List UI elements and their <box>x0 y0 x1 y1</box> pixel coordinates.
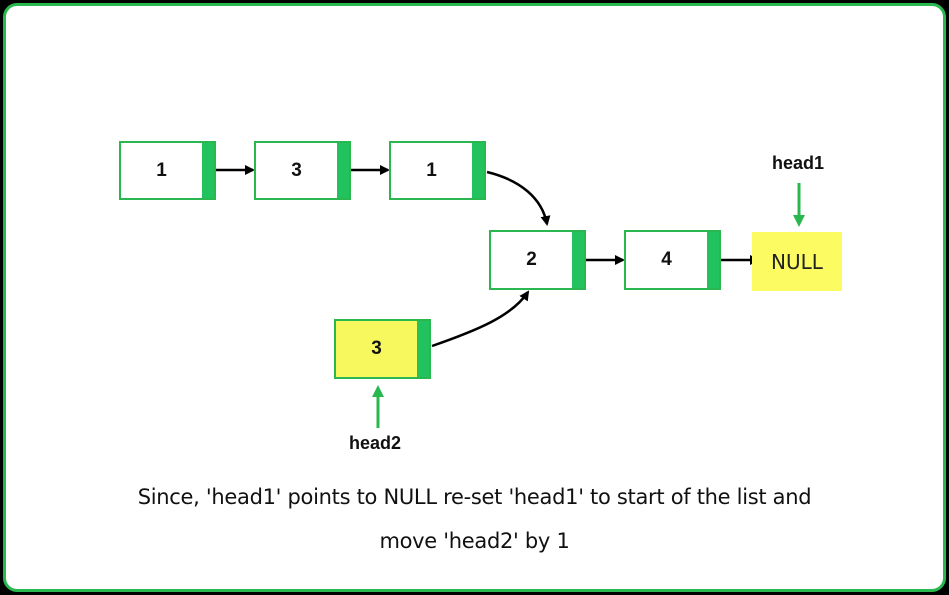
arrow-n3-to-n4 <box>486 170 551 226</box>
head1-label: head1 <box>772 153 825 173</box>
list-node: 2 <box>489 230 586 290</box>
node-value: 2 <box>526 249 537 270</box>
null-node: NULL <box>752 232 842 291</box>
node-value: 1 <box>426 159 437 181</box>
node-value: 4 <box>661 249 672 270</box>
node-value: 3 <box>291 159 302 181</box>
head2-label: head2 <box>349 433 402 453</box>
node-next-pointer <box>417 321 429 377</box>
list-node: 4 <box>624 230 721 290</box>
list-node: 3 <box>254 141 351 200</box>
node-next-pointer <box>472 143 484 198</box>
node-value: 3 <box>371 338 382 359</box>
diagram-frame <box>3 3 946 592</box>
node-value: 1 <box>156 159 167 181</box>
list-node: 1 <box>389 141 486 200</box>
node-next-pointer <box>707 232 719 288</box>
caption-line-1: Since, 'head1' points to NULL re-set 'he… <box>137 485 812 509</box>
caption-line-2: move 'head2' by 1 <box>379 529 570 553</box>
node-next-pointer <box>572 232 584 288</box>
node-next-pointer <box>337 143 349 198</box>
node-next-pointer <box>202 143 214 198</box>
head2-node: 3 <box>334 319 431 379</box>
arrow-head2-node-to-n4 <box>431 290 530 348</box>
list-node: 1 <box>119 141 216 200</box>
